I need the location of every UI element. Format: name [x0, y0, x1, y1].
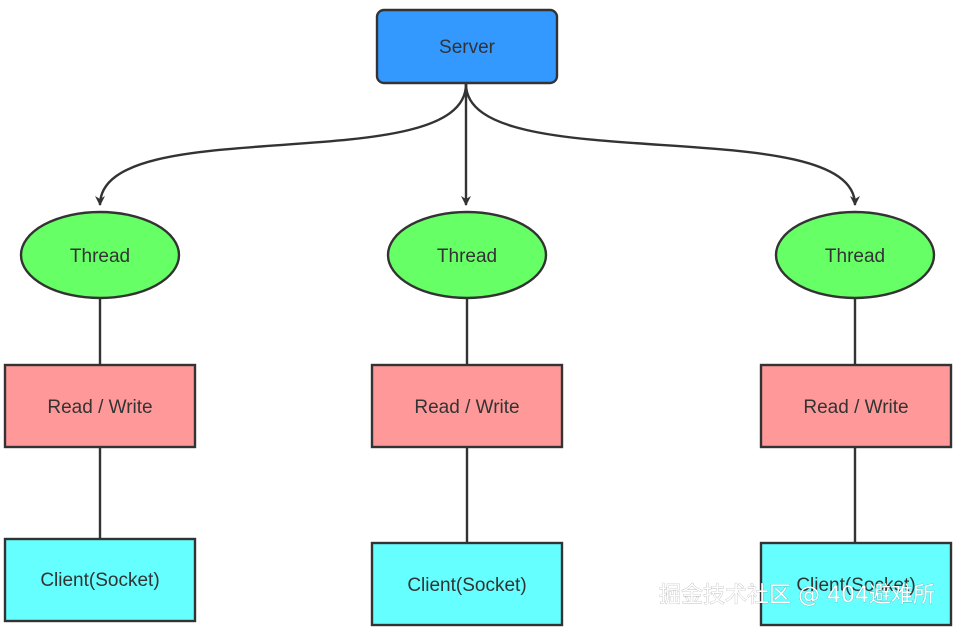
read-write-node-3: Read / Write — [759, 363, 953, 449]
read-write-label: Read / Write — [414, 397, 519, 418]
thread-label: Thread — [825, 246, 885, 267]
thread-label: Thread — [437, 246, 497, 267]
thread-node-2: Thread — [386, 210, 548, 300]
client-socket-label: Client(Socket) — [407, 575, 526, 596]
read-write-node-1: Read / Write — [3, 363, 197, 449]
thread-label: Thread — [70, 246, 130, 267]
client-socket-label: Client(Socket) — [796, 575, 915, 596]
server-to-thread-3-arrow — [464, 83, 860, 206]
read-write-label: Read / Write — [47, 397, 152, 418]
server-to-thread-1-arrow — [95, 83, 468, 206]
client-socket-node-3: Client(Socket) — [759, 541, 953, 627]
read-write-node-2: Read / Write — [370, 363, 564, 449]
server-label: Server — [439, 37, 496, 58]
thread-node-1: Thread — [19, 210, 181, 300]
thread-node-3: Thread — [774, 210, 936, 300]
watermark: 掘金技术社区 @ 404避难所 — [659, 583, 935, 608]
client-socket-node-1: Client(Socket) — [3, 537, 197, 623]
server-node: Server — [375, 8, 559, 85]
read-write-label: Read / Write — [803, 397, 908, 418]
client-socket-label: Client(Socket) — [40, 570, 159, 591]
client-socket-node-2: Client(Socket) — [370, 541, 564, 627]
